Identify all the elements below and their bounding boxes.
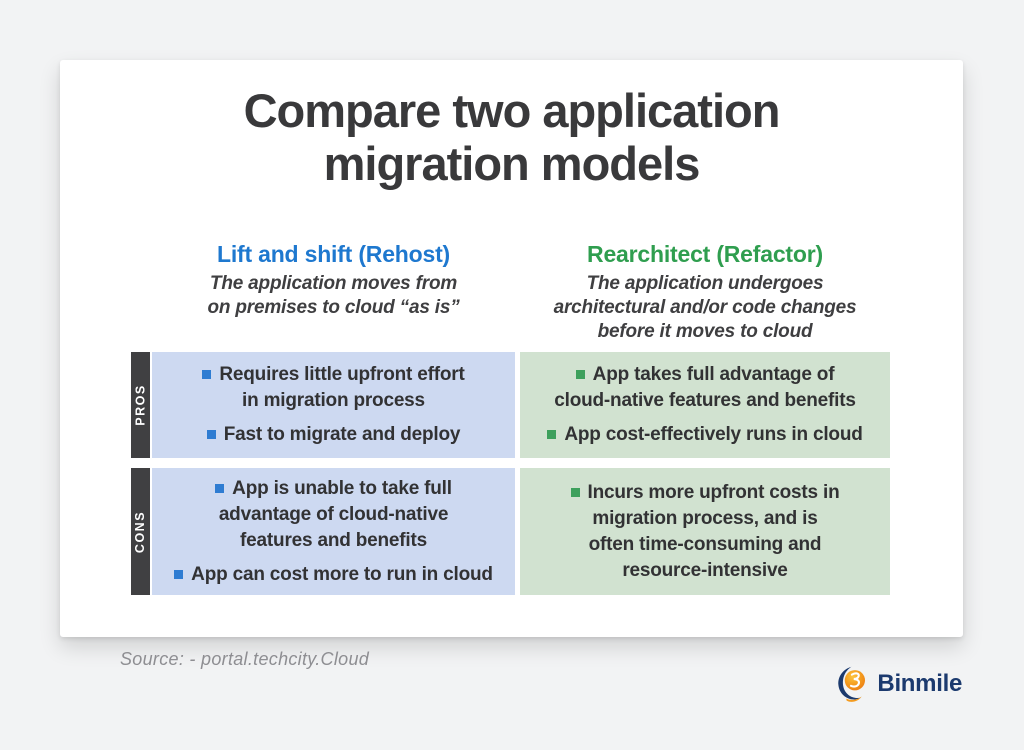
source-attribution: Source: - portal.techcity.Cloud bbox=[120, 649, 370, 669]
row-label-pros: PROS bbox=[131, 352, 150, 458]
description-line: The application moves from bbox=[209, 273, 458, 294]
description-line: The application undergoes bbox=[586, 273, 824, 294]
bullet-line: migration process, and is bbox=[592, 507, 818, 529]
bullet-line: resource-intensive bbox=[622, 559, 788, 581]
bullet-line: Requires little upfront effort bbox=[202, 362, 465, 388]
bullet-line: App is unable to take full bbox=[215, 476, 452, 502]
column-description-rehost: The application moves from on premises t… bbox=[152, 272, 515, 320]
brand-logo: Binmile bbox=[836, 666, 962, 702]
infographic-card: Compare two application migration models… bbox=[60, 60, 963, 637]
bullet-line: Fast to migrate and deploy bbox=[206, 422, 460, 448]
bullet-square-icon bbox=[202, 370, 212, 379]
bullet-line: features and benefits bbox=[240, 529, 427, 551]
bullet-line: App cost-effectively runs in cloud bbox=[547, 422, 863, 448]
bullet-square-icon bbox=[570, 487, 580, 497]
description-line: before it moves to cloud bbox=[597, 321, 813, 342]
column-header-rehost: Lift and shift (Rehost) bbox=[216, 241, 451, 267]
bullet-item: App cost-effectively runs in cloud bbox=[547, 422, 863, 448]
cell-pros-rehost: Requires little upfront effort in migrat… bbox=[152, 352, 515, 458]
row-label-cons: CONS bbox=[131, 468, 150, 595]
bullet-square-icon bbox=[206, 430, 216, 439]
bullet-item: Fast to migrate and deploy bbox=[206, 422, 460, 448]
column-header-refactor: Rearchitect (Refactor) bbox=[587, 241, 823, 267]
binmile-logo-icon bbox=[838, 666, 866, 702]
bullet-line: often time-consuming and bbox=[588, 533, 822, 555]
bullet-item: App takes full advantage of cloud-native… bbox=[554, 362, 856, 414]
bullet-square-icon bbox=[174, 569, 184, 579]
description-line: on premises to cloud “as is” bbox=[207, 297, 460, 318]
bullet-square-icon bbox=[547, 430, 557, 439]
description-line: architectural and/or code changes bbox=[553, 297, 857, 318]
column-description-refactor: The application undergoes architectural … bbox=[520, 272, 890, 344]
cell-cons-rehost: App is unable to take full advantage of … bbox=[152, 468, 515, 595]
bullet-line: in migration process bbox=[242, 390, 425, 411]
bullet-line: advantage of cloud-native bbox=[218, 503, 449, 525]
row-label-text: CONS bbox=[133, 510, 148, 553]
bullet-line: App takes full advantage of bbox=[554, 362, 856, 388]
row-label-text: PROS bbox=[133, 384, 148, 426]
title-line: Compare two application bbox=[243, 84, 781, 137]
cell-pros-refactor: App takes full advantage of cloud-native… bbox=[520, 352, 890, 458]
page-title: Compare two application migration models bbox=[60, 84, 963, 190]
bullet-item: App can cost more to run in cloud bbox=[174, 562, 493, 588]
bullet-item: Incurs more upfront costs in migration p… bbox=[570, 480, 840, 584]
brand-name: Binmile bbox=[877, 670, 962, 697]
bullet-item: App is unable to take full advantage of … bbox=[215, 476, 452, 554]
bullet-item: Requires little upfront effort in migrat… bbox=[202, 362, 465, 414]
bullet-line: cloud-native features and benefits bbox=[554, 390, 856, 411]
bullet-square-icon bbox=[215, 483, 225, 493]
cell-cons-refactor: Incurs more upfront costs in migration p… bbox=[520, 468, 890, 595]
bullet-line: Incurs more upfront costs in bbox=[570, 480, 840, 506]
bullet-square-icon bbox=[575, 370, 585, 379]
title-line: migration models bbox=[323, 137, 701, 190]
bullet-line: App can cost more to run in cloud bbox=[174, 562, 493, 588]
